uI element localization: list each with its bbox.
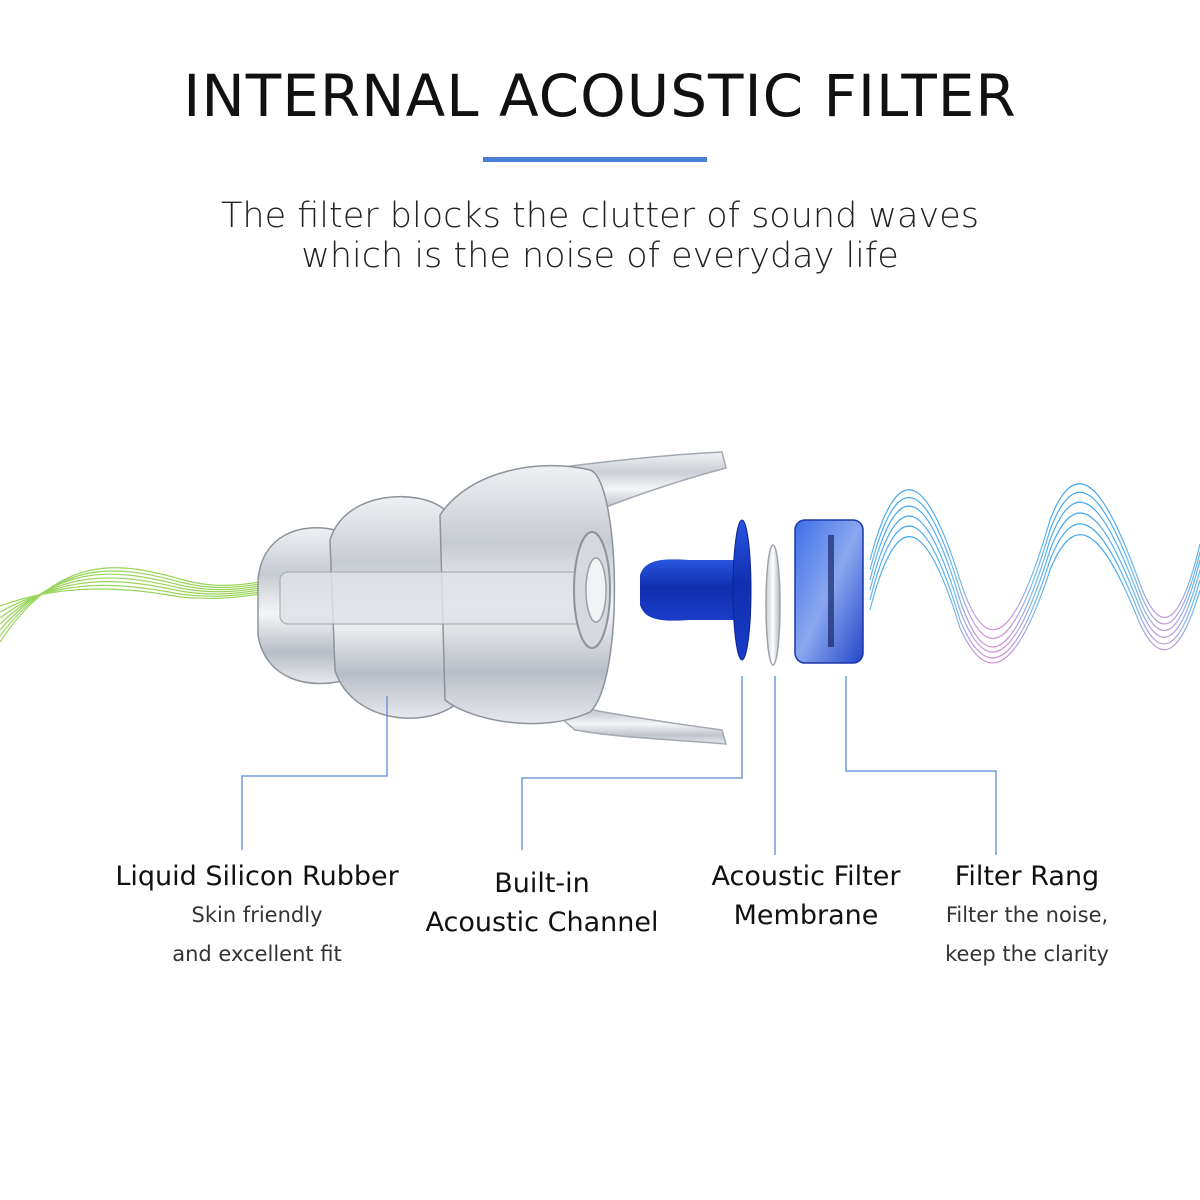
label-subtext: and excellent fit <box>172 942 342 966</box>
label-acoustic-channel: Built-in Acoustic Channel <box>402 864 682 942</box>
label-filter-membrane: Acoustic Filter Membrane <box>690 857 922 935</box>
leader-line-silicon <box>241 696 388 850</box>
acoustic-channel-insert <box>640 519 752 661</box>
title-underline <box>483 157 707 162</box>
label-title: Acoustic Channel <box>425 907 659 938</box>
filter-ring <box>794 519 864 664</box>
leader-line-channel <box>521 676 743 850</box>
label-subtext: Filter the noise, <box>945 903 1109 927</box>
silicone-earplug <box>257 451 728 745</box>
label-liquid-silicon-rubber: Liquid Silicon Rubber Skin friendly and … <box>92 857 422 974</box>
green-sound-wave <box>0 567 261 643</box>
label-title: Membrane <box>733 900 879 931</box>
label-title: Filter Rang <box>954 861 1100 892</box>
subtitle-line-2: which is the noise of everyday life <box>301 236 899 276</box>
leader-line-filter-ring <box>845 676 997 855</box>
label-filter-rang: Filter Rang Filter the noise, keep the c… <box>922 857 1132 974</box>
page-title: INTERNAL ACOUSTIC FILTER <box>183 62 1017 130</box>
label-subtext: Skin friendly <box>191 903 323 927</box>
label-title: Built-in <box>494 868 590 899</box>
filter-membrane <box>765 544 781 666</box>
subtitle-line-1: The filter blocks the clutter of sound w… <box>221 196 979 236</box>
blue-pink-sound-wave <box>869 483 1200 664</box>
subtitle: The filter blocks the clutter of sound w… <box>0 196 1200 276</box>
label-subtext: keep the clarity <box>945 942 1109 966</box>
label-title: Liquid Silicon Rubber <box>115 861 399 892</box>
label-title: Acoustic Filter <box>711 861 901 892</box>
leader-lines <box>241 676 997 855</box>
